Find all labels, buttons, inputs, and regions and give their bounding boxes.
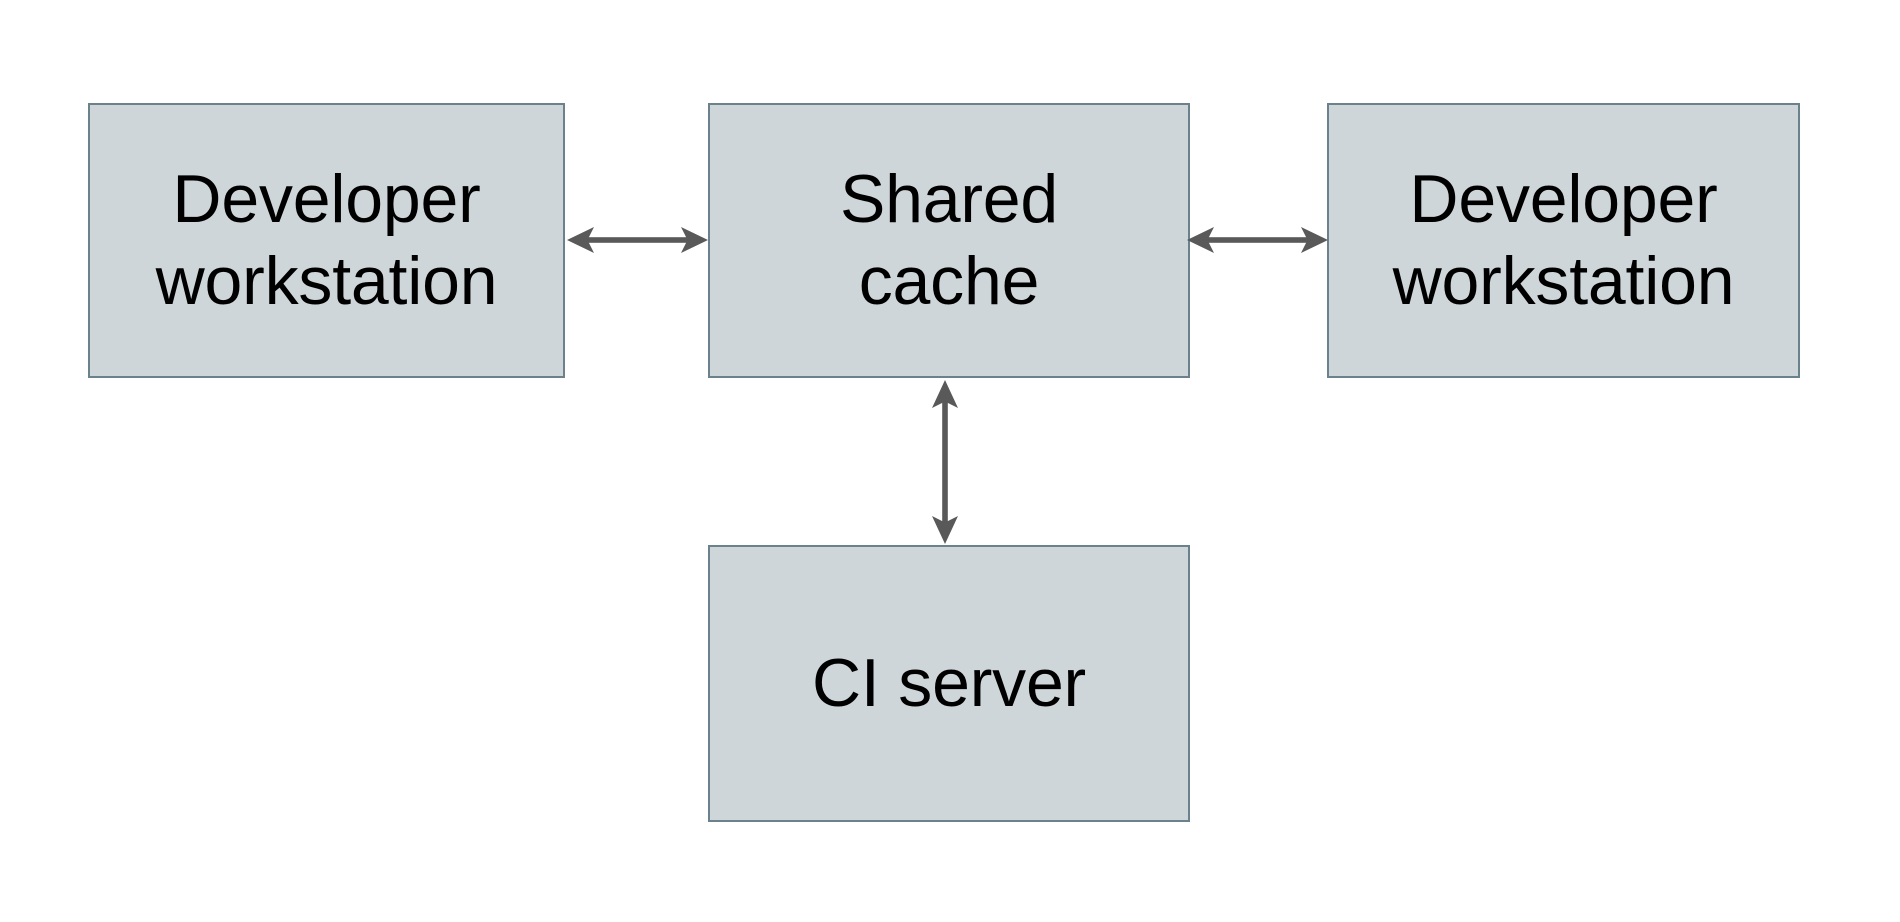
double-arrow-icon: [1187, 227, 1328, 253]
node-ci-server[interactable]: CI server: [708, 545, 1190, 822]
node-label: CI server: [811, 644, 1087, 721]
edge-shared-cache-to-developer-workstation-right[interactable]: [1180, 200, 1335, 280]
double-arrow-icon: [567, 227, 708, 253]
node-developer-workstation-right[interactable]: Developer workstation: [1327, 103, 1800, 378]
node-label: Developer workstation: [155, 160, 498, 319]
node-label: Shared cache: [839, 160, 1059, 319]
node-label: Developer workstation: [1392, 160, 1735, 319]
node-developer-workstation-left[interactable]: Developer workstation: [88, 103, 565, 378]
edge-developer-workstation-left-to-shared-cache[interactable]: [560, 200, 715, 280]
node-shared-cache[interactable]: Shared cache: [708, 103, 1190, 378]
double-arrow-icon: [932, 380, 958, 544]
edge-shared-cache-to-ci-server[interactable]: [905, 372, 985, 552]
